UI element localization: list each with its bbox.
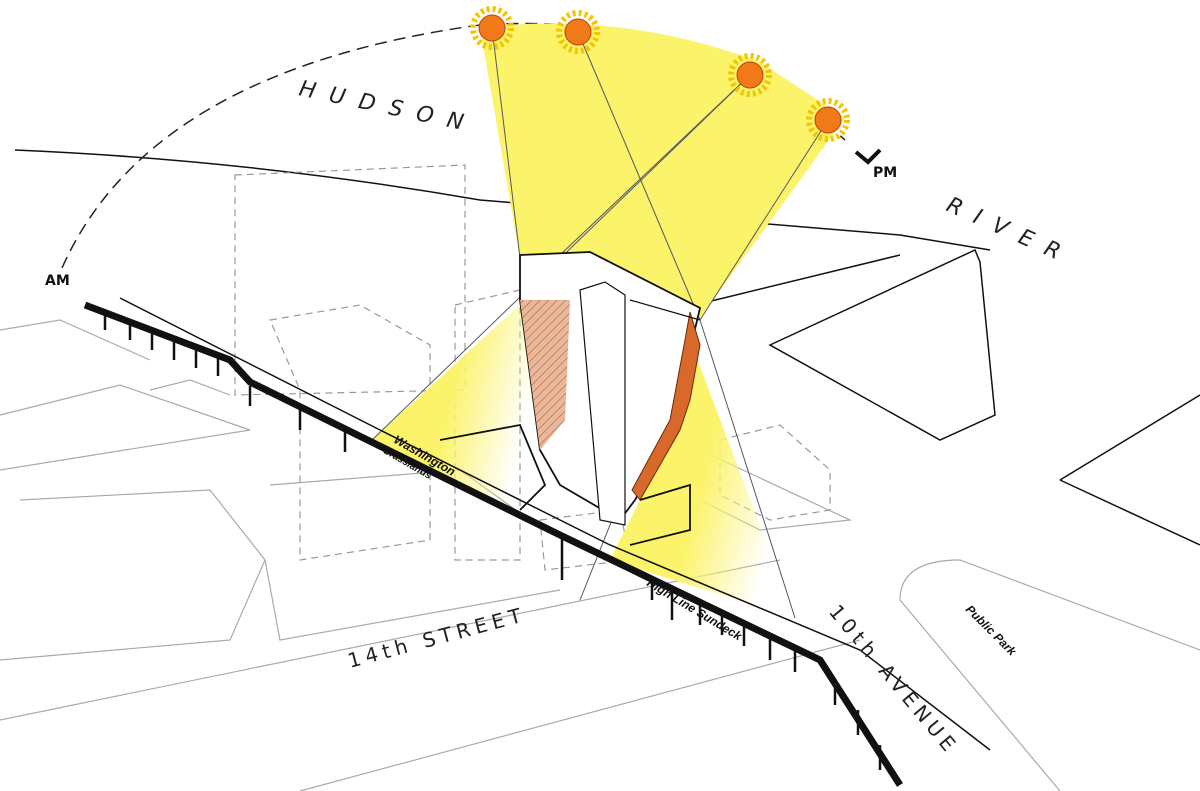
sunlight-beams <box>371 23 845 619</box>
sun-icon <box>556 10 600 54</box>
sun-icon <box>728 53 772 97</box>
context-streets <box>0 319 1200 791</box>
piers <box>14 149 1200 546</box>
left-light-cone <box>372 300 540 512</box>
river-label: RIVER <box>943 193 1077 271</box>
tower-building <box>439 251 702 546</box>
hudson-label: HUDSON <box>297 76 480 138</box>
right-light-cone <box>610 340 795 618</box>
sun-icon <box>806 98 850 142</box>
suns <box>470 6 850 142</box>
14th-street-label: 14th STREET <box>345 602 529 673</box>
10th-avenue-label: 10th AVENUE <box>824 600 963 760</box>
west-facade <box>520 300 570 450</box>
sun-icon <box>470 6 514 50</box>
pm-label: PM <box>873 165 897 181</box>
am-label: AM <box>45 273 70 289</box>
arrow-head-icon <box>854 148 882 165</box>
public-park-label: Public Park <box>963 602 1020 659</box>
high-line <box>83 297 991 787</box>
